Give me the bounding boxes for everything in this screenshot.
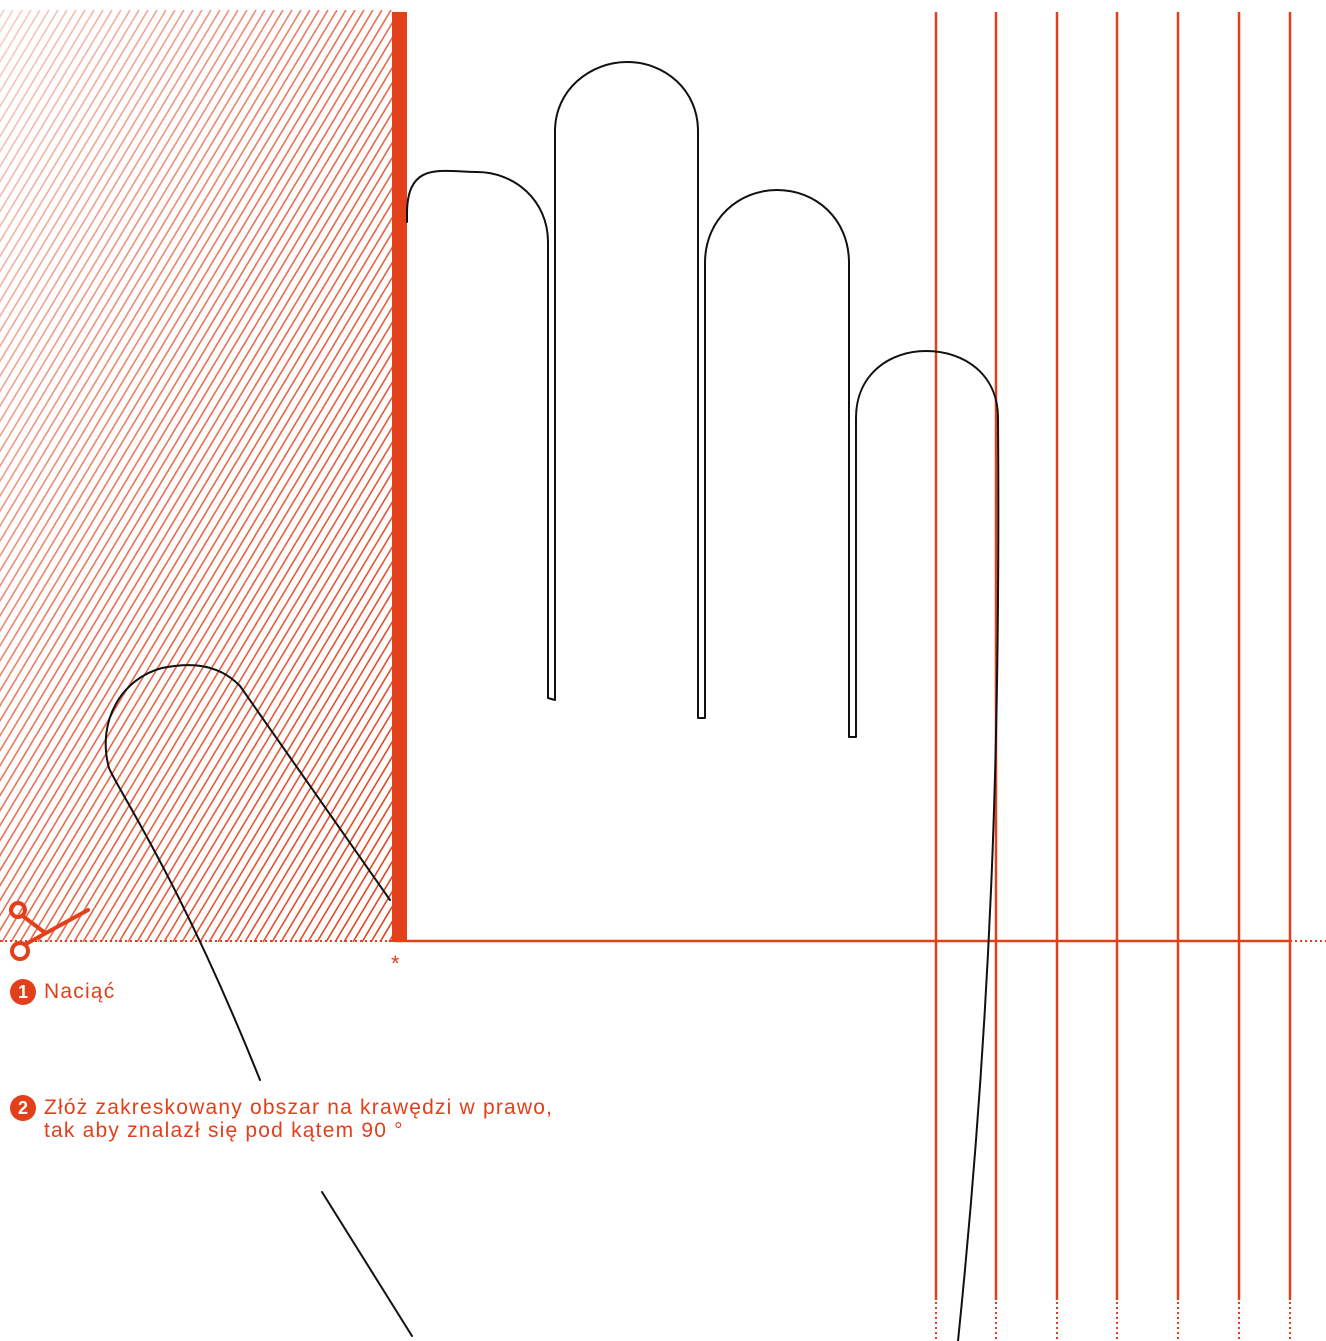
hatch-line	[370, 902, 394, 942]
hatch-line	[361, 887, 394, 942]
fold-point-mark: *	[391, 951, 400, 976]
hatch-line	[343, 857, 394, 942]
glove-cuff-outline	[321, 1191, 413, 1337]
hatch-line	[407, 10, 967, 942]
hatch-line	[334, 842, 394, 942]
fold-edge	[392, 12, 407, 942]
vertical-guide-lines	[934, 12, 1292, 1341]
scissors-icon	[9, 901, 90, 961]
hatch-line	[416, 10, 976, 942]
step-1: 1 Naciąć	[10, 979, 115, 1005]
hatch-line	[325, 827, 394, 942]
hatch-line	[398, 10, 958, 942]
hatched-fold-area	[0, 10, 976, 942]
hatch-line	[388, 932, 394, 942]
glove-thumb-outline	[104, 664, 391, 1081]
step-1-text: Naciąć	[44, 980, 116, 1003]
step-1-number-badge: 1	[10, 979, 36, 1005]
hatch-line	[352, 872, 394, 942]
step-2-text: Złóż zakreskowany obszar na krawędzi w p…	[44, 1096, 554, 1142]
glove-outline	[104, 61, 1000, 1341]
step-2: 2 Złóż zakreskowany obszar na krawędzi w…	[10, 1095, 553, 1142]
step-2-number-badge: 2	[10, 1095, 36, 1121]
glove-fingers-outline	[406, 61, 1000, 1341]
